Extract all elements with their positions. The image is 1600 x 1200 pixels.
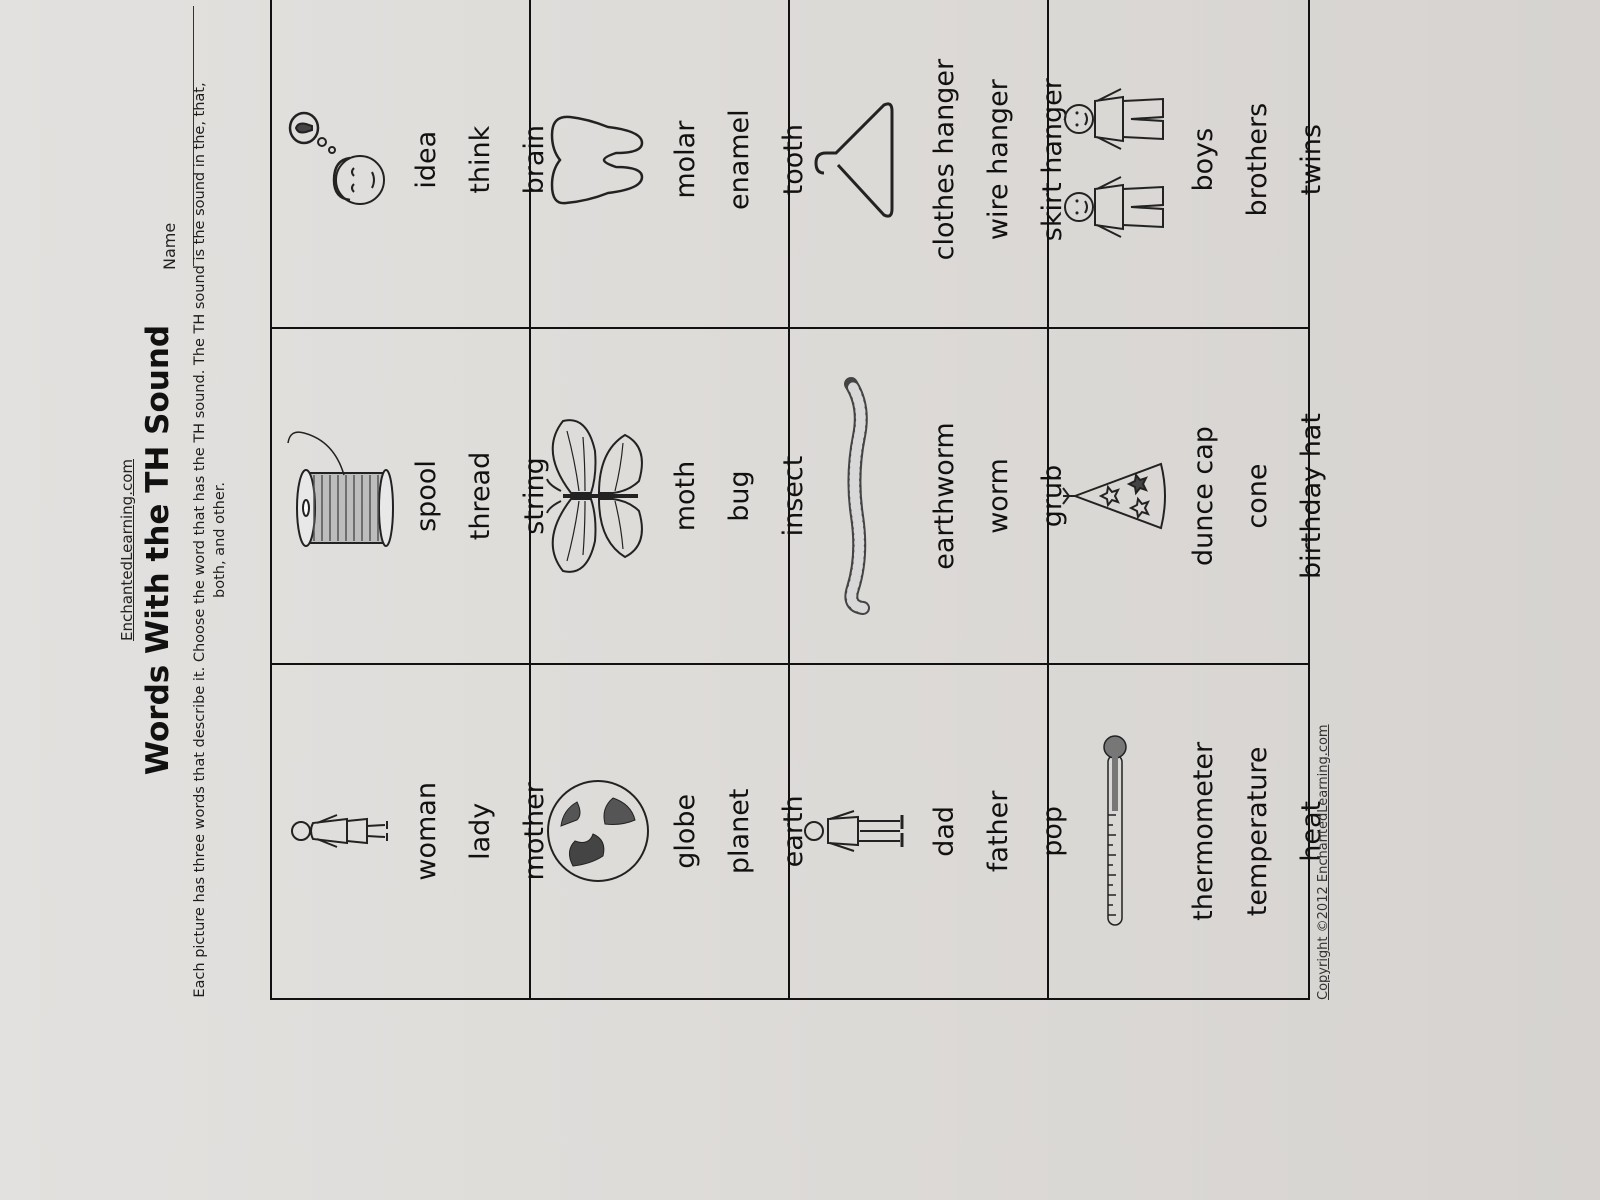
worksheet-page: EnchantedLearning.com Words With the TH … <box>118 0 1331 1000</box>
globe-icon <box>543 665 653 998</box>
grid-cell: spool thread string <box>272 327 550 663</box>
word[interactable]: wire hanger <box>983 79 1014 241</box>
hanger-icon <box>802 0 912 327</box>
earthworm-icon <box>802 329 912 662</box>
word[interactable]: molar <box>670 120 701 199</box>
word[interactable]: clothes hanger <box>929 58 960 261</box>
grid-cell: idea think brain <box>272 0 550 328</box>
word[interactable]: globe <box>670 793 701 869</box>
word[interactable]: birthday hat <box>1296 413 1327 579</box>
thermometer-icon <box>1061 665 1171 998</box>
site-link[interactable]: EnchantedLearning.com <box>118 459 136 641</box>
word-grid: woman lady mother <box>270 0 1327 1000</box>
grid-cell: moth bug insect <box>531 327 809 663</box>
twin-boys-icon <box>1061 0 1171 327</box>
grid-cell: dunce cap cone birthday hat <box>1049 327 1327 663</box>
word[interactable]: dad <box>929 805 960 857</box>
word[interactable]: dunce cap <box>1188 426 1219 566</box>
name-label: Name <box>160 222 179 270</box>
copyright-notice: Copyright ©2012 EnchantedLearning.com <box>1316 724 1331 1000</box>
word[interactable]: think <box>465 125 496 194</box>
word[interactable]: brothers <box>1242 102 1273 217</box>
spool-icon <box>284 329 394 662</box>
word[interactable]: moth <box>670 460 701 532</box>
word[interactable]: earthworm <box>929 422 960 570</box>
word[interactable]: planet <box>724 788 755 875</box>
grid-cell: woman lady mother <box>272 662 550 998</box>
grid-cell: thermometer temperature heat <box>1049 662 1327 998</box>
party-hat-icon <box>1061 329 1171 662</box>
instructions: Each picture has three words that descri… <box>192 82 228 998</box>
word[interactable]: boys <box>1188 127 1219 192</box>
tooth-icon <box>543 0 653 327</box>
grid-cell: globe planet earth <box>531 662 809 998</box>
word[interactable]: lady <box>465 802 496 860</box>
man-icon <box>802 665 912 998</box>
word[interactable]: bug <box>724 470 755 522</box>
word[interactable]: cone <box>1242 463 1273 529</box>
grid-cell: dad father pop <box>790 662 1068 998</box>
grid-cell: boys brothers twins <box>1049 0 1327 327</box>
word[interactable]: thermometer <box>1188 741 1219 921</box>
moth-icon <box>543 329 653 662</box>
word[interactable]: temperature <box>1242 746 1273 917</box>
word[interactable]: idea <box>411 130 442 189</box>
word[interactable]: thread <box>465 451 496 541</box>
grid-cell: molar enamel tooth <box>531 0 809 328</box>
thinking-person-icon <box>284 0 394 327</box>
word[interactable]: woman <box>411 782 442 881</box>
word[interactable]: spool <box>411 460 442 532</box>
woman-icon <box>284 665 394 998</box>
word[interactable]: twins <box>1296 124 1327 196</box>
word[interactable]: enamel <box>724 109 755 211</box>
word[interactable]: worm <box>983 458 1014 534</box>
word[interactable]: father <box>983 790 1014 873</box>
grid-cell: earthworm worm grub <box>790 327 1068 663</box>
grid-cell: clothes hanger wire hanger skirt hanger <box>790 0 1068 328</box>
